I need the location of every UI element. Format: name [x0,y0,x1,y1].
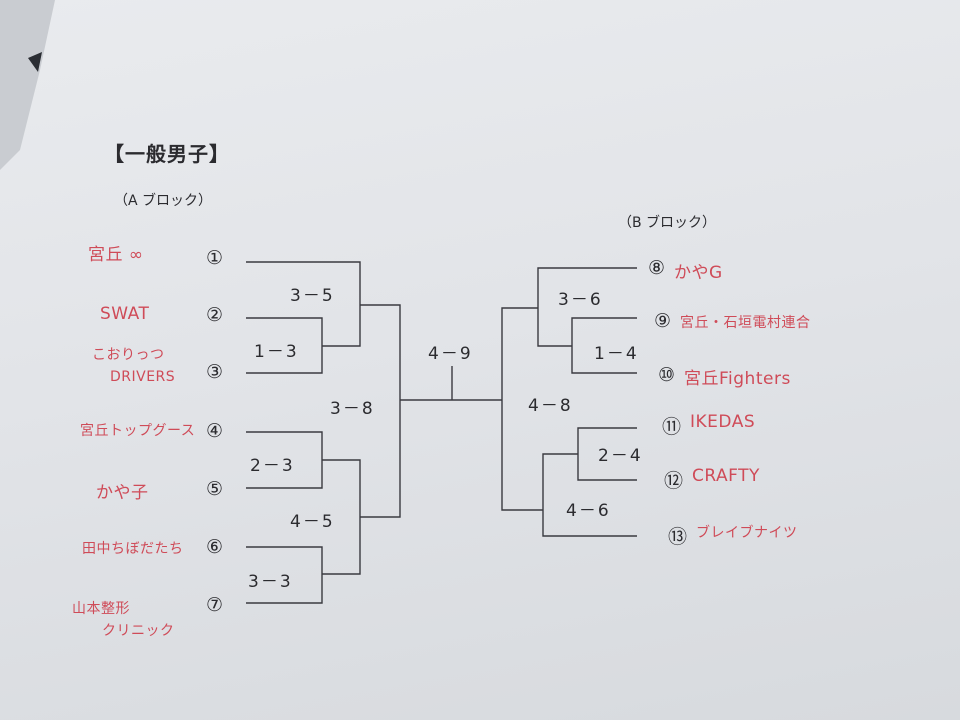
team-a-1: 宮丘 ∞ [88,245,144,265]
seed-12: ⑫ [664,470,684,492]
seed-1: ① [206,247,224,269]
seed-10: ⑩ [658,364,676,386]
team-b-9: 宮丘・石垣電村連合 [680,315,811,331]
score-b-r2-1: 3－6 [558,290,603,310]
team-b-11: IKEDAS [690,412,756,432]
bracket-title: 【一般男子】 [104,142,230,166]
block-b-label: （B ブロック） [618,215,717,231]
a-r1-line-6v7 [246,546,323,604]
score-a-final: 3－8 [330,399,375,419]
score-final: 4－9 [428,344,473,364]
b-r2-line-2 [542,453,637,537]
score-b-r2-2: 4－6 [566,501,611,521]
team-a-2: SWAT [100,304,150,324]
score-a-r1-4v5: 2－3 [250,456,295,476]
score-a-r1-6v7: 3－3 [248,572,293,592]
seed-13: ⑬ [668,526,688,548]
score-a-r1-2v3: 1－3 [254,342,299,362]
seed-9: ⑨ [654,310,672,332]
team-a-3: こおりっつ DRIVERS [92,344,175,388]
b-r2-line-1 [537,267,637,347]
team-a-6: 田中ちぼだたち [82,541,184,557]
team-a-7: 山本整形 クリニック [72,598,175,642]
seed-7: ⑦ [206,594,224,616]
score-b-r1-9v10: 1－4 [594,344,639,364]
score-b-final: 4－8 [528,396,573,416]
a-r2-line-1 [246,261,361,347]
seed-5: ⑤ [206,478,224,500]
team-b-12: CRAFTY [692,466,760,486]
team-b-8: かやG [674,263,723,283]
paper-fold-shadow [0,0,55,170]
seed-11: ⑪ [662,416,682,438]
seed-3: ③ [206,361,224,383]
team-a-7-line-2: クリニック [102,623,175,639]
team-a-7-line-1: 山本整形 [72,601,130,617]
team-b-10: 宮丘Fighters [684,369,791,389]
team-a-5: かや子 [96,483,149,503]
score-b-r1-11v12: 2－4 [598,446,643,466]
seed-6: ⑥ [206,536,224,558]
score-a-r2-2: 4－5 [290,512,335,532]
team-b-13: ブレイブナイツ [696,525,798,541]
team-a-3-line-1: こおりっつ [92,347,165,363]
b-final-line [501,307,543,511]
a-final-line [360,304,401,518]
binder-clip-mark [28,52,42,72]
team-a-3-line-2: DRIVERS [110,369,176,385]
seed-8: ⑧ [648,257,666,279]
score-a-r2-1: 3－5 [290,286,335,306]
block-a-label: （A ブロック） [114,193,213,209]
seed-2: ② [206,304,224,326]
seed-4: ④ [206,420,224,442]
team-a-4: 宮丘トップグース [80,423,196,439]
